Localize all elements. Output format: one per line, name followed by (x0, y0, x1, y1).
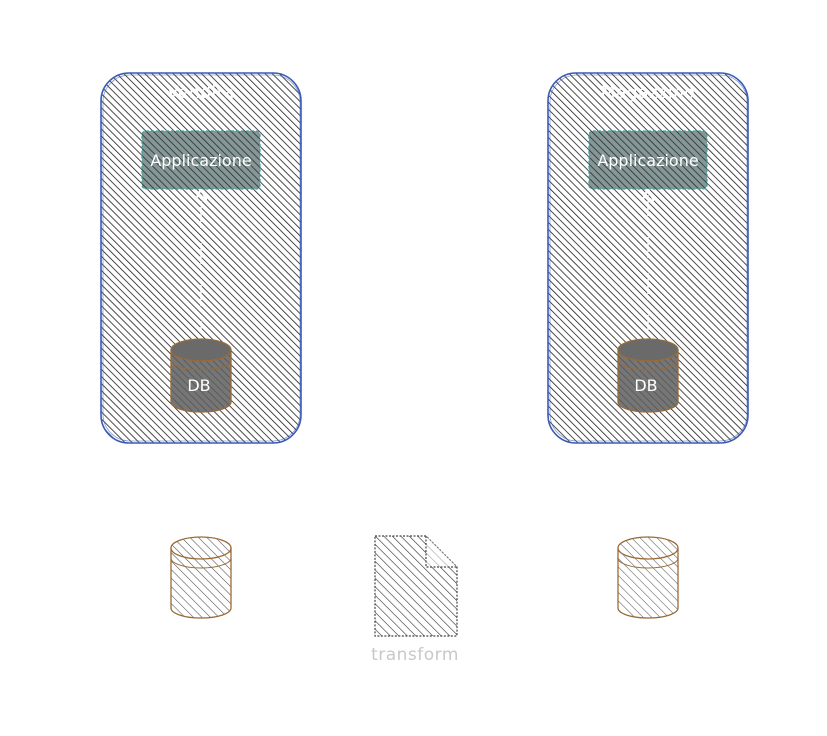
vendita-application-label: Applicazione (150, 151, 251, 170)
magazzino-database-cylinder-icon[interactable]: DB (617, 338, 679, 413)
left-standalone-database-icon[interactable] (170, 536, 232, 619)
vendita-db-label: DB (187, 376, 210, 395)
vendita-application-box[interactable]: Applicazione (141, 130, 261, 190)
transform-document-icon[interactable] (374, 535, 458, 637)
vendita-container: Vendita Applicazione DB (100, 72, 302, 444)
vendita-database-cylinder-icon[interactable]: DB (170, 338, 232, 413)
magazzino-db-label: DB (634, 376, 657, 395)
magazzino-application-box[interactable]: Applicazione (588, 130, 708, 190)
magazzino-container: Magazzino Applicazione DB (547, 72, 749, 444)
vendita-title: Vendita (167, 83, 235, 103)
right-standalone-database-icon[interactable] (617, 536, 679, 619)
magazzino-title: Magazzino (601, 83, 696, 103)
transform-caption: transform (371, 645, 459, 665)
magazzino-application-label: Applicazione (597, 151, 698, 170)
